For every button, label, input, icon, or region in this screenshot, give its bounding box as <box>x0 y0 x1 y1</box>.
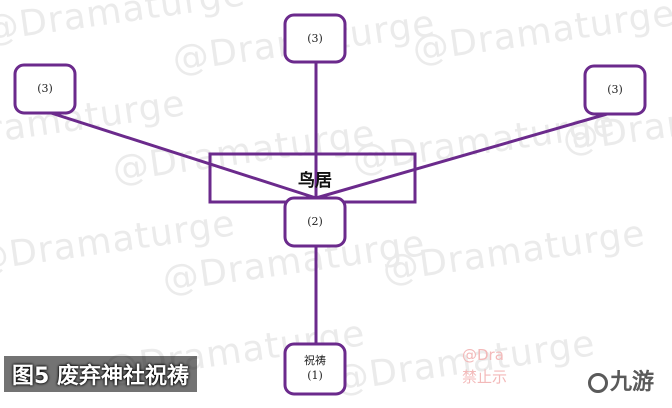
corner-watermark: @Dra 禁止示 <box>462 344 507 388</box>
node-bottom-label-line1: 祝祷 <box>304 354 326 367</box>
brand-icon <box>588 373 608 393</box>
corner-watermark-line1: @Dra <box>462 346 504 364</box>
node-right <box>583 64 647 116</box>
figure-caption: 图5 废弃神社祝祷 <box>4 356 197 392</box>
node-bottom-label-line2: (1) <box>307 369 323 382</box>
node-right-label: (3) <box>607 83 623 96</box>
corner-watermark-line2: 禁止示 <box>462 368 508 386</box>
brand-logo: 九游 <box>588 364 654 396</box>
node-middle <box>283 196 347 248</box>
node-left <box>13 63 77 115</box>
node-bottom <box>283 342 347 396</box>
node-top <box>283 13 347 64</box>
node-middle-label: (2) <box>307 215 323 228</box>
edge-right-to-center <box>315 110 615 200</box>
torii-label: 鸟居 <box>298 171 332 191</box>
node-top-label: (3) <box>307 32 323 45</box>
brand-name: 九游 <box>610 370 655 395</box>
node-left-label: (3) <box>37 82 53 95</box>
edge-left-to-center <box>47 110 317 200</box>
